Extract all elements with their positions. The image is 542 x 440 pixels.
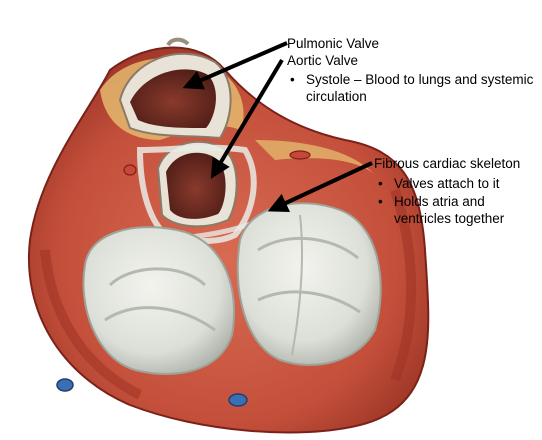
- bullet-text: Holds atria and ventricles together: [394, 194, 505, 226]
- arrow-pulmonic: [182, 41, 288, 90]
- bullet-text: Valves attach to it: [394, 176, 500, 191]
- bullet-fibrous-2: • Holds atria and ventricles together: [378, 193, 534, 227]
- fibrous-skeleton: [136, 144, 257, 245]
- label-aortic-valve: Aortic Valve: [287, 53, 359, 68]
- bullet-text: Systole – Blood to lungs and systemic ci…: [306, 72, 534, 104]
- coronary-vessel-top: [123, 164, 137, 176]
- bullet-dot: •: [378, 176, 383, 191]
- tricuspid-valve: [236, 202, 382, 366]
- coronary-vessel-bottom: [228, 393, 248, 407]
- bullet-aortic-systole: • Systole – Blood to lungs and systemic …: [290, 71, 538, 105]
- coronary-vessel-right: [289, 150, 311, 160]
- mitral-valve: [82, 226, 236, 375]
- arrow-aortic: [210, 58, 284, 179]
- bullet-dot: •: [378, 194, 383, 209]
- bullet-fibrous-1: • Valves attach to it: [378, 175, 534, 192]
- label-pulmonic-valve: Pulmonic Valve: [287, 36, 380, 51]
- label-fibrous-skeleton: Fibrous cardiac skeleton: [374, 156, 521, 171]
- muscle-rim-right: [390, 188, 417, 382]
- coronary-vessel-left: [56, 378, 74, 392]
- bullet-dot: •: [290, 72, 295, 87]
- fat-region-right: [255, 140, 375, 175]
- muscle-rim-left: [40, 249, 143, 400]
- arrow-fibrous: [267, 161, 373, 213]
